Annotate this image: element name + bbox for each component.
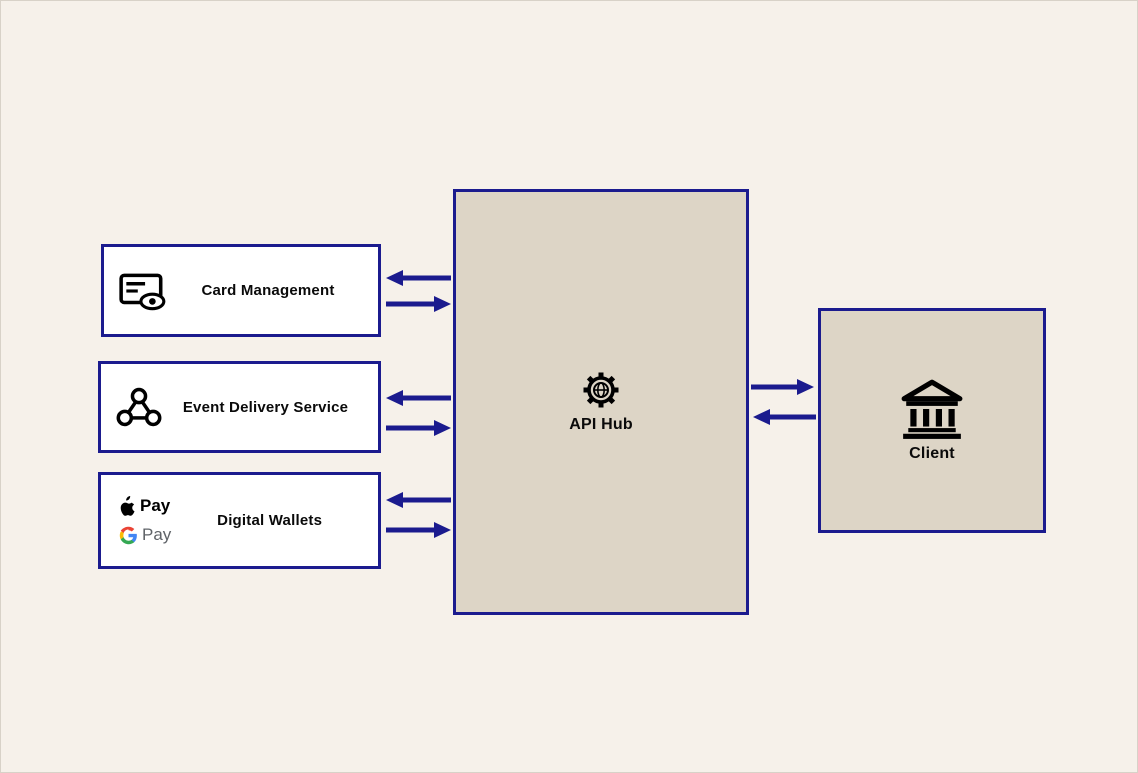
api-hub-label: API Hub [569, 416, 633, 433]
client-label: Client [909, 444, 955, 462]
wallet-logos: Pay Pay [115, 496, 171, 545]
node-event-delivery-service: Event Delivery Service [98, 361, 381, 453]
node-client: Client [818, 308, 1046, 533]
apple-pay-label: Pay [140, 496, 171, 515]
webhook-icon [115, 385, 163, 429]
digital-wallets-label: Digital Wallets [217, 512, 323, 529]
card-management-label: Card Management [201, 282, 335, 299]
gear-globe-icon [581, 370, 621, 410]
google-pay-logo: Pay [119, 525, 171, 545]
apple-icon [120, 496, 135, 516]
card-eye-icon [118, 270, 168, 312]
event-delivery-service-label: Event Delivery Service [182, 398, 349, 416]
node-card-management: Card Management [101, 244, 381, 337]
node-api-hub: API Hub [453, 189, 749, 615]
apple-pay-logo: Pay [119, 496, 171, 516]
bank-icon [899, 379, 965, 439]
google-g-icon [119, 526, 137, 544]
google-pay-label: Pay [142, 525, 172, 544]
node-digital-wallets: Pay Pay Digital Wallets [98, 472, 381, 569]
